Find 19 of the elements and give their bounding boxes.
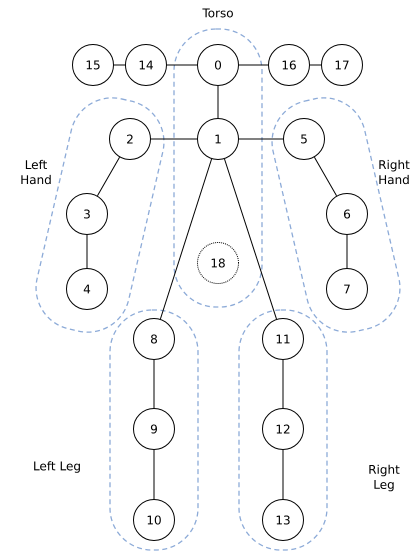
group-label: Right Leg [369,464,400,492]
bone-line [114,64,126,66]
bone-line [314,156,338,196]
bone-line [166,64,198,66]
bone-line [310,64,322,66]
group-label: Left Leg [34,461,80,473]
bone-line [96,156,120,196]
bone-line [282,450,284,500]
bone-line [160,158,212,320]
group-label: Left Hand [21,160,51,184]
bone-line [150,138,198,140]
group-label: Torso [202,8,233,18]
bone-line [282,360,284,408]
group-label: Right Hand [379,160,410,184]
bone-line [86,234,88,268]
bone-line [346,234,348,268]
bone-line [238,64,268,66]
bone-line [224,158,277,320]
bone-line [238,138,284,140]
